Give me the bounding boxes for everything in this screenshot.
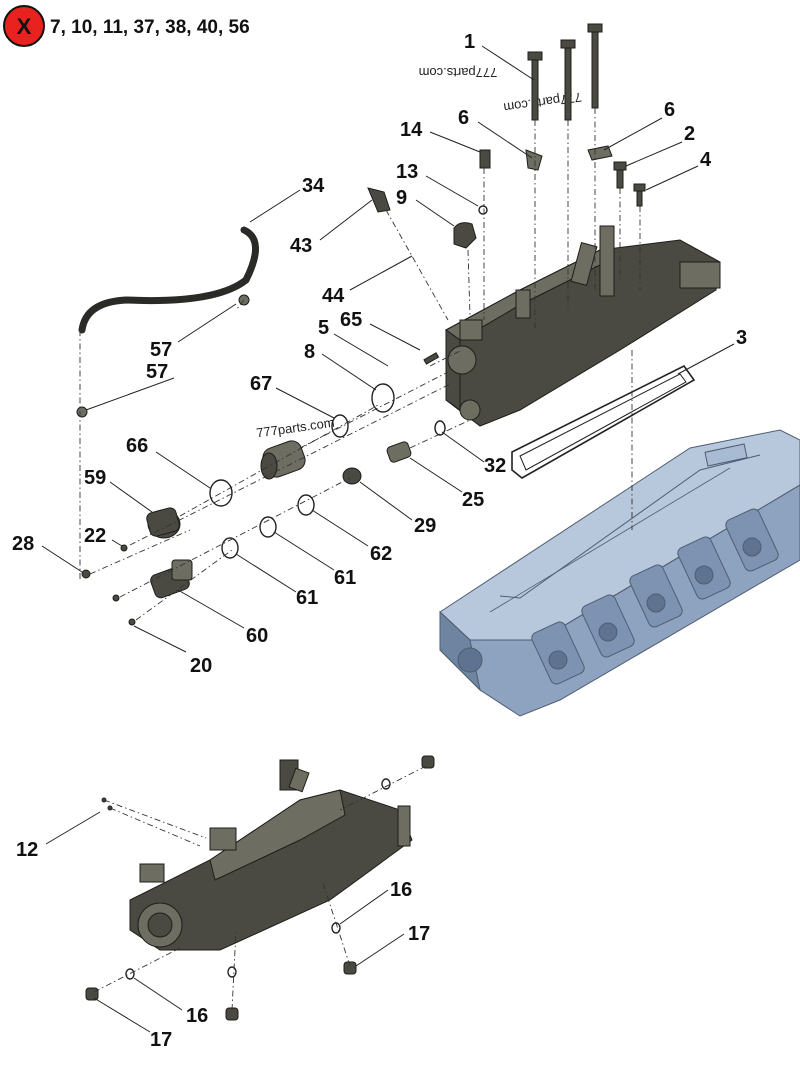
callout-28: 28 [12, 533, 34, 555]
callout-8: 8 [304, 341, 315, 363]
callout-1: 1 [464, 31, 475, 53]
callout-6: 6 [458, 107, 469, 129]
callout-16: 16 [390, 879, 412, 901]
callout-61: 61 [296, 587, 318, 609]
callout-4: 4 [700, 149, 712, 171]
callout-5: 5 [318, 317, 329, 339]
callout-59: 59 [84, 467, 106, 489]
callout-29: 29 [414, 515, 436, 537]
callout-60: 60 [246, 625, 268, 647]
callout-43: 43 [290, 235, 312, 257]
o-rings [209, 205, 488, 559]
callout-12: 12 [16, 839, 38, 861]
callout-62: 62 [370, 543, 392, 565]
cover-gasket [511, 364, 696, 479]
callout-57: 57 [146, 361, 168, 383]
elbow-fitting [146, 507, 181, 539]
callout-32: 32 [484, 455, 506, 477]
callout-34: 34 [302, 175, 325, 197]
callout-22: 22 [84, 525, 106, 547]
callout-6: 6 [664, 99, 675, 121]
lower-housing [129, 759, 413, 951]
excluded-items-header: X 7, 10, 11, 37, 38, 40, 56 [3, 5, 250, 47]
excluded-items-list: 7, 10, 11, 37, 38, 40, 56 [50, 17, 250, 38]
watermark: 777parts.com [255, 415, 335, 441]
water-outlet [150, 559, 193, 599]
bolts-top [479, 23, 646, 207]
callout-20: 20 [190, 655, 212, 677]
callout-65: 65 [340, 309, 362, 331]
callout-17: 17 [150, 1029, 172, 1051]
leader-lines [41, 45, 735, 1033]
callout-numbers: 1 6 6 2 4 14 13 9 34 43 44 5 65 8 3 57 5… [12, 31, 747, 1051]
callout-9: 9 [396, 187, 407, 209]
excluded-badge-symbol: X [17, 14, 32, 39]
cylinder-head [439, 429, 800, 717]
thermostat-housing [260, 440, 306, 480]
breather-hose [76, 226, 259, 418]
callout-57: 57 [150, 339, 172, 361]
plug-25 [386, 441, 412, 463]
small-screws [81, 352, 440, 626]
callout-16: 16 [186, 1005, 208, 1027]
plug-29 [342, 467, 362, 485]
callout-67: 67 [250, 373, 272, 395]
callout-61: 61 [334, 567, 356, 589]
callout-44: 44 [322, 285, 345, 307]
watermark: 777parts.com [419, 65, 498, 80]
callout-3: 3 [736, 327, 747, 349]
upper-housing [445, 225, 721, 427]
callout-17: 17 [408, 923, 430, 945]
callout-13: 13 [396, 161, 418, 183]
sensor-connector [367, 187, 477, 249]
callout-66: 66 [126, 435, 148, 457]
callout-2: 2 [684, 123, 695, 145]
callout-14: 14 [400, 119, 423, 141]
assembly-lines [79, 108, 641, 1011]
callout-25: 25 [462, 489, 484, 511]
excluded-badge [3, 5, 45, 47]
